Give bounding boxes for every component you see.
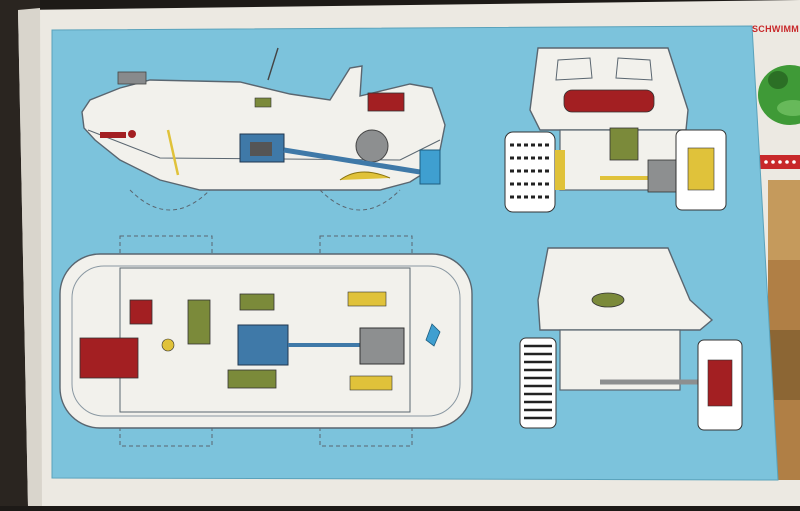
rear-gear-block [609, 127, 639, 161]
servo-small [254, 97, 272, 108]
top-gearbox [359, 327, 405, 365]
top-green-servo [187, 299, 211, 345]
brand-label: SCHWIMM [752, 24, 800, 34]
top-red-servo [129, 299, 153, 325]
seat-red [367, 92, 405, 112]
drive-shaft [283, 147, 421, 175]
side-view-section [81, 47, 446, 211]
front-hatch [591, 292, 625, 308]
top-propeller [425, 323, 441, 347]
front-tire-left [519, 337, 557, 429]
gearbox-gray [355, 129, 389, 163]
front-wheel-outline [129, 189, 211, 211]
rudder-link [100, 132, 126, 138]
top-red-panel [79, 337, 139, 379]
steering-rod [166, 129, 180, 176]
rear-axle-yellow [555, 150, 565, 190]
top-view-section [59, 235, 473, 447]
propeller-housing [419, 149, 441, 185]
front-view-section [519, 247, 743, 431]
front-body-upper [537, 247, 714, 331]
rear-view-section [504, 47, 727, 213]
rear-body-upper [529, 47, 689, 131]
rear-wheel-outline [319, 189, 401, 211]
yellow-linkage [339, 171, 391, 181]
top-motor-blue [237, 324, 289, 366]
top-yellow-axle [347, 291, 387, 307]
rear-seat-red [563, 89, 655, 113]
headlight-block [117, 71, 147, 85]
antenna [267, 47, 279, 81]
